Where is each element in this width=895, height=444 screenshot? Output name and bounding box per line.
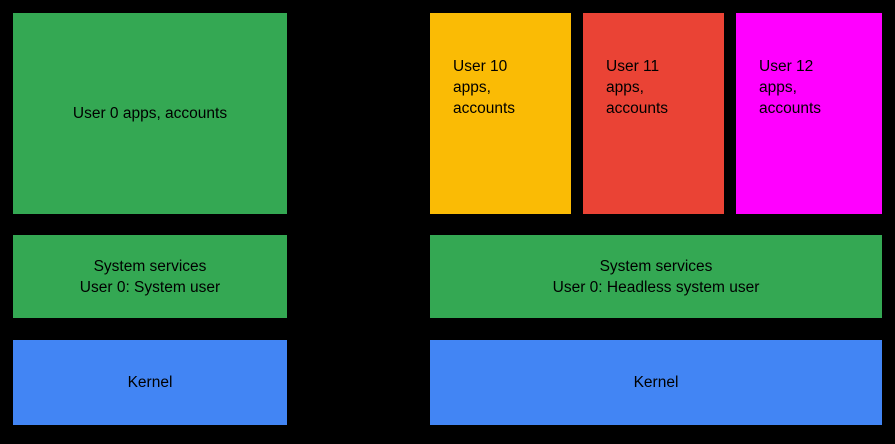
left-kernel-label: Kernel (127, 374, 173, 391)
right-user-11-box: User 11 apps, accounts (583, 13, 724, 214)
right-user-10-label: User 10 apps, accounts (453, 58, 516, 117)
left-system-services-box: System services User 0: System user (13, 235, 287, 318)
right-kernel-label: Kernel (633, 374, 679, 391)
right-user-12-box: User 12 apps, accounts (736, 13, 882, 214)
left-user-apps-box: User 0 apps, accounts (13, 13, 287, 214)
right-user-12-label: User 12 apps, accounts (759, 58, 822, 117)
left-kernel-box: Kernel (13, 340, 287, 425)
right-system-services-box: System services User 0: Headless system … (430, 235, 882, 318)
right-system-services-label: System services User 0: Headless system … (552, 257, 760, 296)
right-user-10-box: User 10 apps, accounts (430, 13, 571, 214)
left-system-services-label: System services User 0: System user (79, 257, 221, 296)
right-user-11-label: User 11 apps, accounts (606, 58, 669, 117)
right-kernel-box: Kernel (430, 340, 882, 425)
left-user-apps-label: User 0 apps, accounts (72, 105, 228, 122)
